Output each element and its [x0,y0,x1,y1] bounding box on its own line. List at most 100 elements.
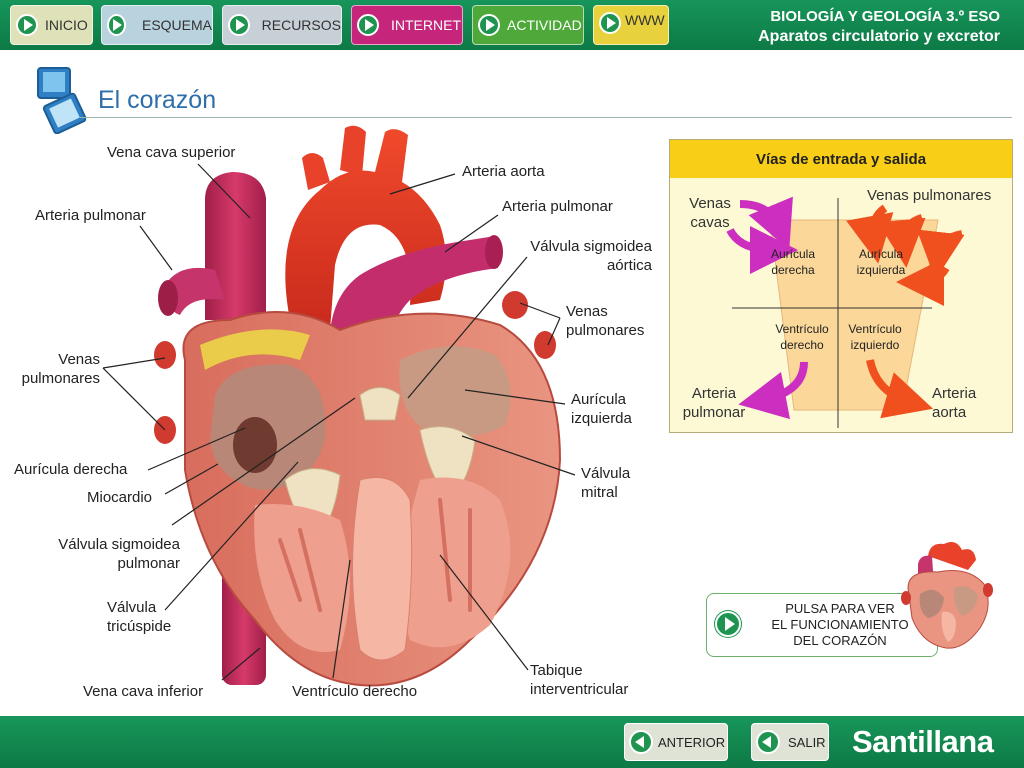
label-line: Arteria [691,385,737,402]
label-miocardio: Miocardio [87,489,153,506]
label-line: Aurícula [770,247,816,261]
inicio-label: INICIO [45,17,88,33]
internet-label: INTERNET [391,17,461,33]
left-atrium-cavity [399,346,511,437]
esquema-label: ESQUEMA [141,17,212,33]
pulmonary-vein-arrow-3 [916,229,965,280]
venae-cavae-arrow-2 [726,225,798,274]
label-line: cavas [690,214,730,231]
label-valvula-mitral: Válvula mitral [581,464,630,502]
label-line: derecha [771,263,815,277]
label-arteria-aorta: Arteria aorta [462,163,545,180]
label-line: tricúspide [107,618,172,635]
pulmonary-vein-left-1 [154,341,176,369]
salir-button[interactable]: SALIR [751,723,829,761]
panel-label-venas-pulmonares: Venas pulmonares [867,187,992,204]
label-line: interventricular [530,681,629,698]
panel-label-auricula-derecha: Aurícula derecha [762,246,824,278]
label-line: izquierdo [850,338,900,352]
circulation-schematic [726,196,965,428]
label-line: Válvula [107,599,157,616]
actividad-button[interactable]: ACTIVIDAD [472,5,584,45]
internet-button[interactable]: INTERNET [351,5,463,45]
left-ventricle-cavity [402,477,511,648]
label-line: derecho [780,338,824,352]
anterior-button[interactable]: ANTERIOR [624,723,728,761]
label-venas-pulmonares-left: Venas pulmonares [8,350,100,388]
label-auricula-izquierda: Aurícula izquierda [571,390,632,428]
play-icon [599,12,621,34]
anterior-label: ANTERIOR [658,734,726,750]
right-ventricle-cavity [254,504,350,652]
label-line: Aurícula [571,391,627,408]
label-line: pulmonar [682,404,746,421]
label-line: izquierda [571,410,632,427]
back-icon [756,730,780,754]
label-line: Válvula sigmoidea [58,536,180,553]
pulmonary-vein-arrow-4 [896,257,950,306]
left-pulmonary-artery [165,267,225,315]
label-line: Venas [566,303,608,320]
label-line: aórtica [606,257,652,274]
aorta-arrow [866,359,934,419]
esquema-button[interactable]: ESQUEMA [101,5,213,45]
pulmonary-artery-arrow [738,361,808,420]
panel-label-auricula-izquierda: Aurícula izquierda [848,246,914,278]
www-button[interactable]: WWW [593,5,669,45]
unit-title: Aparatos circulatorio y excretor [758,28,1000,45]
brand-logo: Santillana [852,724,994,759]
label-line: EL FUNCIONAMIENTO [771,617,909,632]
heart-diagram: Vena cava superior Arteria pulmonar Vena… [0,120,660,710]
label-tabique-interventricular: Tabique interventricular [530,661,628,699]
label-valvula-tricuspide: Válvula tricúspide [107,598,171,636]
label-venas-pulmonares-right: Venas pulmonares [566,302,644,340]
play-icon [715,611,741,637]
label-line: aorta [932,404,967,421]
pulmonary-vein-arrow-2 [877,214,926,268]
www-label: WWW [625,12,665,28]
back-icon [629,730,653,754]
label-line: pulmonar [117,555,180,572]
label-line: Aurícula [858,247,904,261]
heart-illustration [102,125,576,687]
panel-title: Vías de entrada y salida [670,140,1012,178]
superior-vena-cava [205,172,266,320]
panel-label-arteria-pulmonar: Arteria pulmonar [674,384,754,422]
label-arteria-pulmonar-right: Arteria pulmonar [502,198,613,215]
recursos-button[interactable]: RECURSOS [222,5,342,45]
pulmonary-vein-right-1 [502,291,528,319]
play-icon [107,14,126,36]
recursos-label: RECURSOS [261,17,341,33]
play-icon [16,14,38,36]
heart-animation-button[interactable]: PULSA PARA VER EL FUNCIONAMIENTO DEL COR… [706,593,938,657]
leader-lines [102,163,576,681]
label-valvula-sigmoidea-aortica: Válvula sigmoidea aórtica [470,237,652,275]
label-line: Venas [58,351,100,368]
play-icon [478,14,500,36]
label-auricula-derecha: Aurícula derecha [14,461,128,478]
play-icon [357,14,379,36]
label-line: Ventrículo [848,322,902,336]
venae-cavae-arrow-1 [739,196,793,251]
label-line: pulmonares [21,370,100,387]
label-line: Válvula [581,465,631,482]
course-title: BIOLOGÍA Y GEOLOGÍA 3.º ESO [770,8,1000,25]
label-line: Venas [689,195,731,212]
label-line: DEL CORAZÓN [793,633,887,648]
label-vena-cava-inferior: Vena cava inferior [83,683,204,700]
label-line: Ventrículo [775,322,829,336]
heart-thumbnail-icon[interactable] [898,536,998,654]
bottom-bar: ANTERIOR SALIR [0,716,1024,768]
page-title: El corazón [98,86,217,114]
label-line: Arteria [932,385,977,402]
panel-label-ventriculo-derecho: Ventrículo derecho [768,321,836,353]
circulation-panel: Vías de entrada y salida Venas cavas Ven… [669,139,1013,433]
heart-animation-label: PULSA PARA VER EL FUNCIONAMIENTO DEL COR… [745,601,935,649]
inicio-button[interactable]: INICIO [10,5,93,45]
top-nav-bar: INICIO ESQUEMA RECURSOS INTERNET ACTIVID… [0,0,1024,50]
label-line: PULSA PARA VER [785,601,895,616]
pulmonary-vein-arrow-1 [846,204,894,264]
salir-label: SALIR [788,734,826,750]
actividad-label: ACTIVIDAD [507,17,582,33]
label-valvula-sigmoidea-pulmonar: Válvula sigmoidea pulmonar [20,535,180,573]
